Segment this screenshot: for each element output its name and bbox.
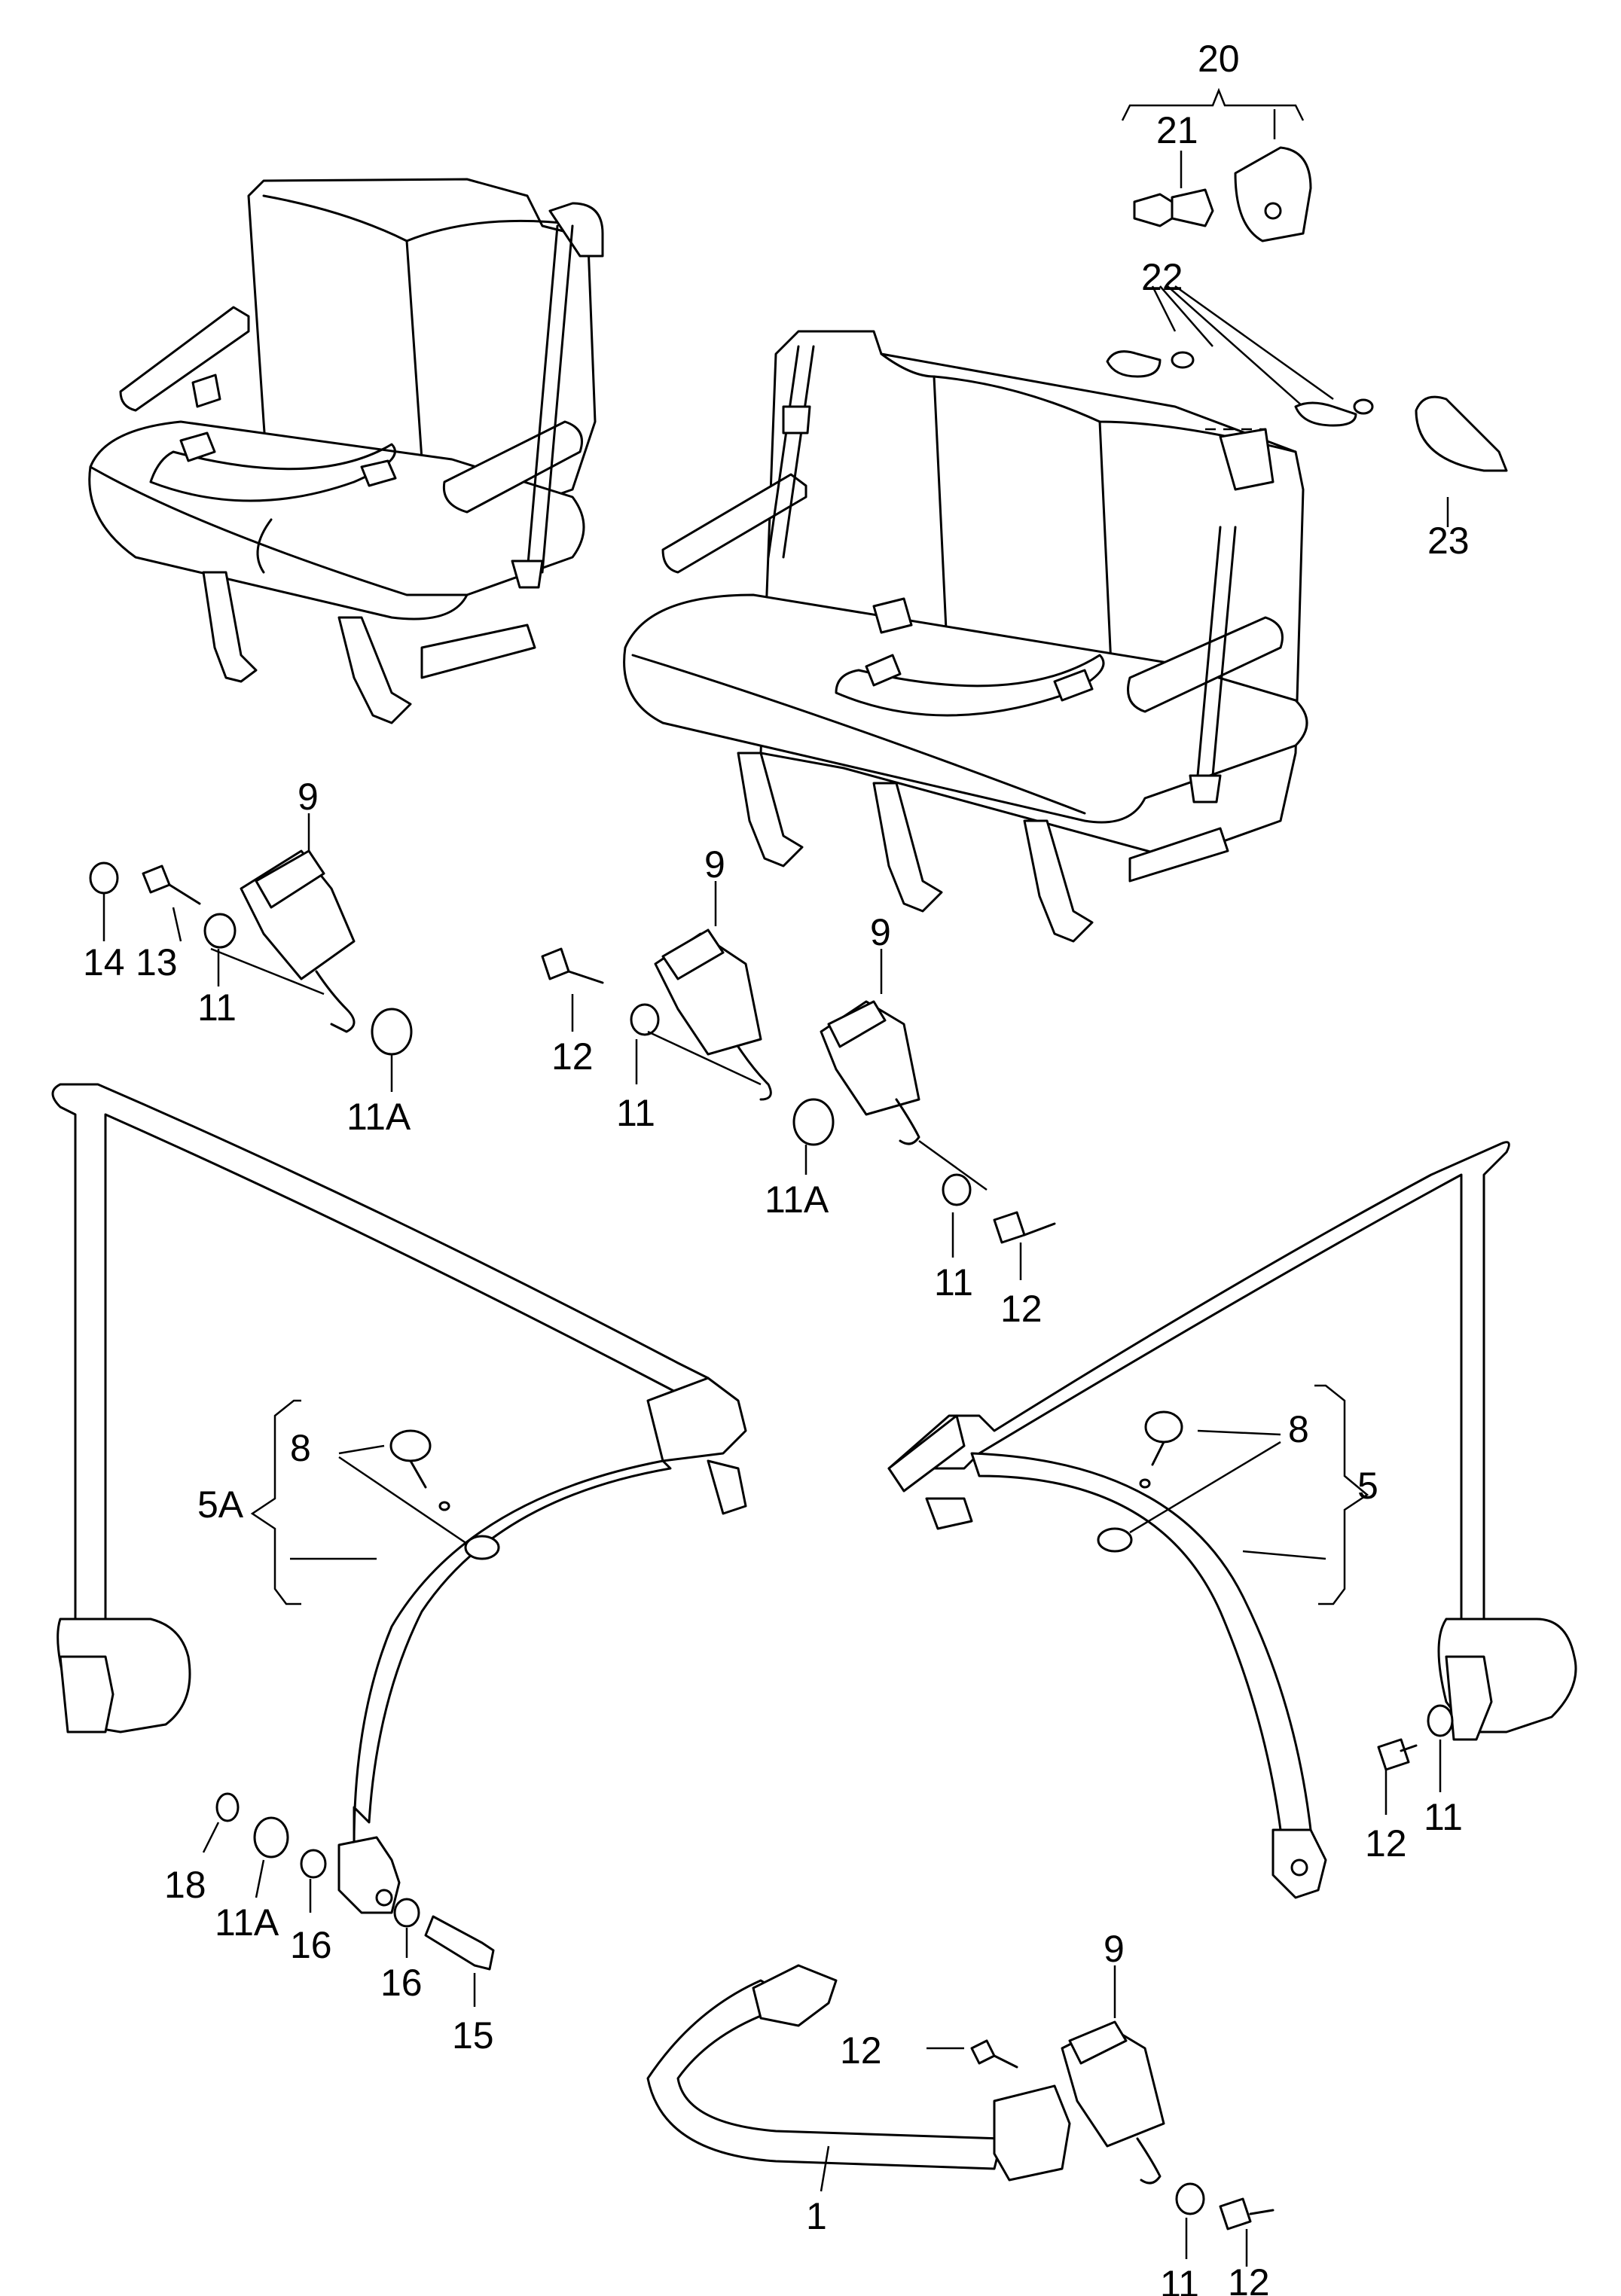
callout-11-center-b: 11 [934,1261,973,1304]
callout-9-center-a: 9 [704,843,725,886]
callout-11-left: 11 [197,986,237,1029]
callout-21: 21 [1156,109,1198,151]
callout-8-right: 8 [1288,1408,1309,1450]
left-retractor-belt [51,1083,747,1914]
callout-1: 1 [806,2195,827,2237]
callout-5: 5 [1357,1465,1378,1507]
callout-9-center-b: 9 [870,911,891,953]
lap-belt-assembly [646,1964,1275,2267]
callout-22: 22 [1141,256,1183,298]
callout-16-a: 16 [290,1924,332,1966]
callout-12-bottom-a: 12 [840,2029,882,2072]
callout-8-left: 8 [290,1427,311,1469]
callout-15: 15 [452,2014,494,2057]
buckle-group-left [89,813,413,1092]
callout-12-center-b: 12 [1000,1288,1043,1330]
right-retractor-belt [887,1141,1577,1899]
lower-left-anchor-fixings [202,1792,495,2007]
brace-5a-fixings [250,1399,500,1605]
callout-12-bottom-b: 12 [1228,2261,1270,2296]
callout-12-center: 12 [551,1035,594,1078]
callout-11a-center: 11A [765,1178,829,1221]
callout-23: 23 [1427,520,1470,562]
callout-11a-left: 11A [346,1096,411,1138]
callout-12-right: 12 [1365,1822,1407,1865]
callout-9-left: 9 [298,776,319,818]
callout-5a: 5A [197,1483,244,1526]
callout-20: 20 [1198,38,1240,80]
callout-14: 14 [83,941,125,983]
callout-13: 13 [136,941,178,983]
callout-11-center: 11 [616,1092,655,1134]
callout-11-bottom: 11 [1160,2263,1199,2296]
callout-18: 18 [164,1864,206,1906]
top-right-parts [1106,87,1508,527]
callout-11a-lower: 11A [215,1901,279,1944]
callout-11-right: 11 [1424,1796,1463,1838]
callout-9-bottom: 9 [1104,1928,1125,1970]
buckle-group-center [541,881,1056,1280]
brace-5-fixings [1097,1384,1369,1605]
three-seat-bench-illustration [623,330,1308,943]
two-seat-bench-illustration [88,178,604,724]
right-retractor-fixings [1377,1704,1454,1815]
callout-16-b: 16 [380,1962,423,2004]
